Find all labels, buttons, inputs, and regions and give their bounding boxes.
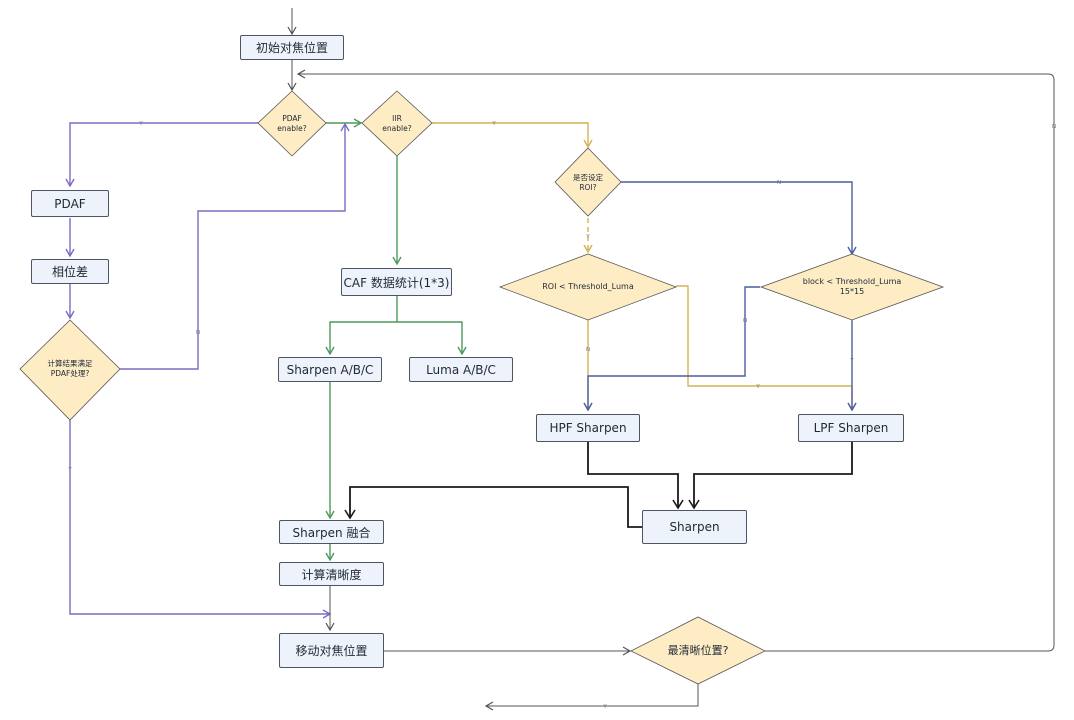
node-sharpen: Sharpen [642, 510, 747, 544]
node-calc-clarity: 计算清晰度 [279, 562, 384, 586]
label-pdaf-yes: Y [138, 121, 143, 127]
decision-shapes [19, 90, 945, 685]
label-clearest-yes: Y [602, 704, 607, 710]
node-initial-focus: 初始对焦位置 [240, 35, 344, 60]
node-pdaf: PDAF [31, 190, 109, 217]
edge-roi-set-no [621, 181, 857, 256]
edge-labels: Y Y N Y N N Y Y N Y N Y [67, 121, 1056, 710]
label-roi-threshold-no: N [586, 347, 590, 353]
edge-sharpen-to-fusion [344, 486, 642, 528]
diamond-roi-set [554, 147, 622, 217]
label-block-yes: Y [849, 358, 854, 364]
label-roi-threshold-yes: Y [755, 384, 760, 390]
node-hpf-sharpen: HPF Sharpen [536, 414, 640, 442]
node-sharpen-abc: Sharpen A/B/C [278, 357, 382, 382]
connectors [65, 8, 1055, 711]
label-iir-yes: Y [491, 121, 496, 127]
diamond-iir-enable [361, 90, 433, 157]
edge-pdaf-enable-yes [65, 122, 258, 188]
label-pdaf-check-no: N [196, 330, 200, 336]
label-clearest-no: N [1052, 124, 1056, 130]
edge-clearest-no [296, 69, 1055, 652]
node-move-focus: 移动对焦位置 [279, 633, 384, 668]
edge-hpf-to-sharpen [587, 442, 684, 510]
node-phase-difference: 相位差 [31, 259, 109, 284]
diamond-pdaf-check [19, 319, 121, 421]
edge-block-no [583, 286, 760, 412]
edge-check-yes [69, 420, 332, 619]
label-roi-yes: Y [585, 234, 590, 240]
edge-check-no [120, 122, 350, 370]
edge-clearest-yes [484, 684, 699, 711]
label-roi-no: N [777, 180, 781, 186]
diamond-clearest [630, 616, 766, 685]
diamond-roi-threshold [498, 253, 678, 321]
label-pdaf-check-yes: Y [67, 467, 72, 473]
edge-iir-yes [432, 122, 593, 149]
edge-caf-to-luma [397, 321, 467, 356]
node-sharpen-fusion: Sharpen 融合 [279, 520, 384, 544]
label-block-no: N [743, 318, 747, 324]
diamond-pdaf-enable [257, 90, 327, 157]
edge-caf-to-sharpen [325, 296, 398, 356]
diamond-block-threshold [759, 253, 945, 321]
node-caf-stats: CAF 数据统计(1*3) [341, 268, 452, 296]
node-luma-abc: Luma A/B/C [409, 357, 513, 382]
node-lpf-sharpen: LPF Sharpen [798, 414, 904, 442]
edge-lpf-to-sharpen [688, 442, 853, 510]
